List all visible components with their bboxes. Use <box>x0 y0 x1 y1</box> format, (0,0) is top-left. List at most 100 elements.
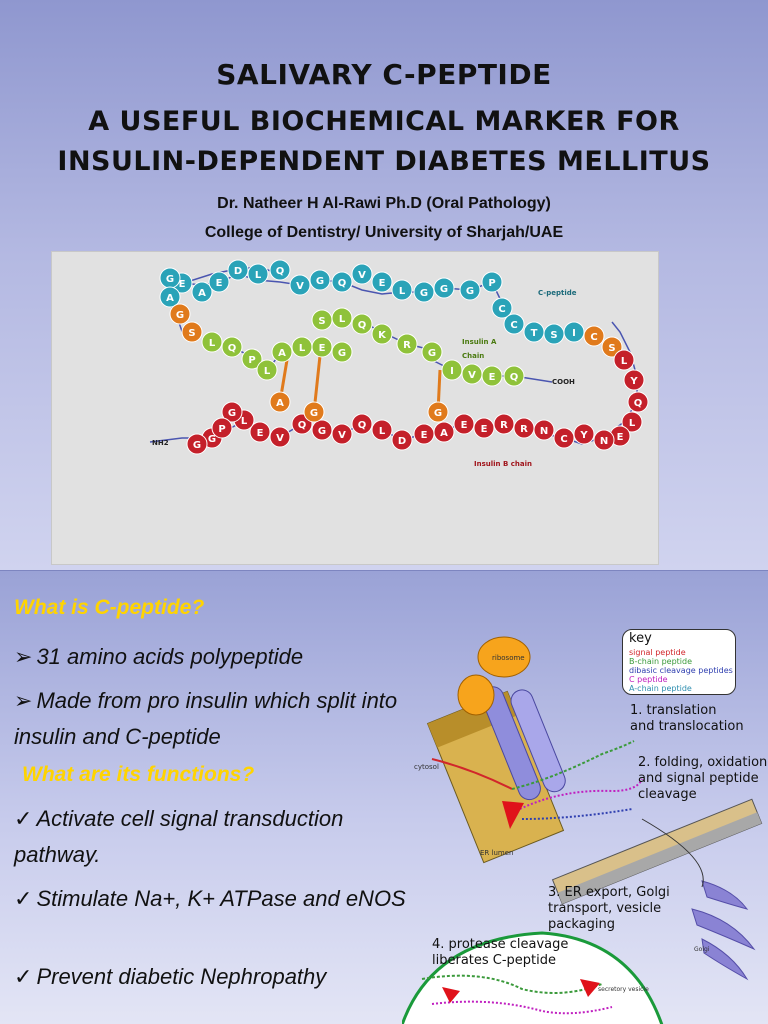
amino-acid-bead <box>351 413 373 435</box>
step-1: 1. translation and translocation <box>630 703 744 735</box>
amino-acid-letter: C <box>510 320 517 331</box>
step-4: 4. protease cleavage liberates C-peptide <box>432 937 568 969</box>
label-cooh: COOH <box>552 378 575 386</box>
amino-acid-bead <box>371 419 393 441</box>
ribosome-label: ribosome <box>492 654 525 662</box>
amino-acid-letter: Q <box>634 398 643 409</box>
amino-acid-letter: Q <box>358 420 367 431</box>
amino-acid-letter: Y <box>579 430 588 441</box>
bullet-text: Stimulate Na+, K+ ATPase and eNOS <box>36 886 406 911</box>
amino-acid-bead <box>303 401 325 423</box>
amino-acid-bead <box>221 401 243 423</box>
amino-acid-letter: V <box>358 270 366 281</box>
amino-acid-letter: N <box>540 426 548 437</box>
amino-acid-bead <box>481 365 503 387</box>
label-c-peptide: C-peptide <box>538 289 577 297</box>
amino-acid-bead <box>491 297 513 319</box>
amino-acid-bead <box>211 417 233 439</box>
step-4-line-2: liberates C-peptide <box>432 953 557 968</box>
amino-acid-bead <box>241 348 263 370</box>
amino-acid-bead <box>256 359 278 381</box>
amino-acid-bead <box>289 274 311 296</box>
amino-acid-bead <box>269 426 291 448</box>
amino-acid-letter: L <box>621 356 628 367</box>
amino-acid-letter: A <box>198 288 206 299</box>
amino-acid-bead <box>627 391 649 413</box>
amino-acid-letter: E <box>216 278 223 289</box>
amino-acid-letter: G <box>318 426 326 437</box>
amino-acid-letter: G <box>166 274 174 285</box>
amino-acid-letter: V <box>276 433 284 444</box>
amino-acid-bead <box>371 271 393 293</box>
amino-acid-letter: P <box>248 355 255 366</box>
amino-acid-bead <box>413 281 435 303</box>
label-b-chain: Insulin B chain <box>474 460 532 468</box>
amino-acid-letter: V <box>338 430 346 441</box>
amino-acid-bead <box>421 341 443 363</box>
amino-acid-bead <box>249 421 271 443</box>
amino-acid-letter: R <box>500 420 508 431</box>
amino-acid-bead <box>201 331 223 353</box>
biosynthesis-diagram: ribosome cytosol ER lumen Golgi <box>402 636 763 1024</box>
amino-acid-bead <box>441 359 463 381</box>
amino-acid-bead <box>331 423 353 445</box>
amino-acid-letter: A <box>276 398 284 409</box>
bullet-text: 31 amino acids polypeptide <box>36 644 304 669</box>
amino-acid-letter: E <box>481 424 488 435</box>
key-a-chain: A-chain peptide <box>629 684 692 693</box>
amino-acid-bead <box>621 411 643 433</box>
amino-acid-letter: L <box>339 314 346 325</box>
step-2-line-1: 2. folding, oxidation <box>638 755 768 770</box>
affiliation-line: College of Dentistry/ University of Shar… <box>204 224 564 241</box>
amino-acid-bead <box>269 259 291 281</box>
amino-acid-letter: E <box>379 278 386 289</box>
arrow-bullet-icon: ➢ <box>14 688 33 713</box>
amino-acid-letter: P <box>488 278 495 289</box>
label-a-chain-1: Insulin A <box>462 338 497 346</box>
amino-acid-letter: Q <box>228 343 237 354</box>
amino-acid-bead <box>433 277 455 299</box>
amino-acid-bead <box>309 269 331 291</box>
amino-acid-bead <box>391 279 413 301</box>
amino-acid-letter: L <box>264 366 271 377</box>
amino-acid-bead <box>583 325 605 347</box>
step-3-line-3: packaging <box>548 917 615 932</box>
amino-acid-letter: D <box>398 436 406 447</box>
er-lumen-label: ER lumen <box>480 849 513 857</box>
amino-acid-letter: P <box>218 424 225 435</box>
amino-acid-letter: L <box>241 416 248 427</box>
bullet-amino-acids: ➢31 amino acids polypeptide <box>14 639 434 675</box>
bullet-text: Prevent diabetic Nephropathy <box>36 964 327 989</box>
amino-acid-bead <box>351 313 373 335</box>
amino-acid-letter: E <box>461 420 468 431</box>
key-title: key <box>629 631 652 646</box>
check-bullet-icon: ✓ <box>14 806 33 831</box>
bullet-signal-transduction: ✓Activate cell signal transduction pathw… <box>14 801 434 873</box>
bullet-nephropathy: ✓Prevent diabetic Nephropathy <box>14 959 434 995</box>
amino-acid-bead <box>208 271 230 293</box>
amino-acid-bead <box>453 413 475 435</box>
amino-acid-letter: S <box>188 328 195 339</box>
amino-acid-letter: I <box>450 366 454 377</box>
amino-acid-letter: N <box>600 436 608 447</box>
step-3-line-1: 3. ER export, Golgi <box>548 885 670 900</box>
amino-acid-bead <box>159 286 181 308</box>
amino-acid-letter: L <box>209 338 216 349</box>
title-line-2: a useful biochemical marker for <box>88 106 680 137</box>
amino-acid-letter: G <box>228 408 236 419</box>
question-what-is: What is C-peptide? <box>14 596 205 619</box>
amino-acid-bead <box>601 336 623 358</box>
amino-acid-bead <box>331 307 353 329</box>
amino-acid-bead <box>563 321 585 343</box>
amino-acid-letter: R <box>520 424 528 435</box>
amino-acid-letter: E <box>421 430 428 441</box>
amino-acid-bead <box>481 271 503 293</box>
amino-acid-bead <box>613 349 635 371</box>
amino-acid-letter: S <box>318 316 325 327</box>
amino-acid-letter: G <box>428 348 436 359</box>
title-line-1: Salivary C-peptide <box>216 58 552 91</box>
arrow-bullet-icon: ➢ <box>14 644 33 669</box>
amino-acid-letter: G <box>420 288 428 299</box>
slide-what-is-c-peptide: What is C-peptide? ➢31 amino acids polyp… <box>0 570 768 1024</box>
